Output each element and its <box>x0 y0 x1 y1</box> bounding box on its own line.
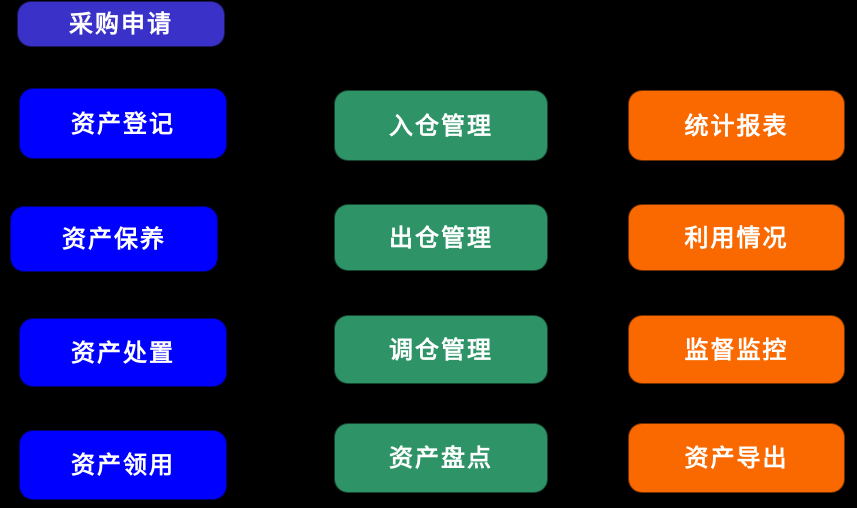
menu-button-label: 调仓管理 <box>389 334 493 364</box>
menu-button-label: 出仓管理 <box>389 222 493 252</box>
menu-button-outbound-management[interactable]: 出仓管理 <box>334 204 556 279</box>
menu-button-label: 入仓管理 <box>389 110 493 140</box>
menu-button-utilization-status[interactable]: 利用情况 <box>628 204 853 279</box>
menu-button-label: 统计报表 <box>684 110 789 140</box>
menu-button-asset-maintenance[interactable]: 资产保养 <box>10 206 226 280</box>
menu-button-label: 资产保养 <box>62 224 166 253</box>
menu-button-label: 资产登记 <box>71 108 175 138</box>
menu-button-asset-stocktake[interactable]: 资产盘点 <box>334 423 556 501</box>
menu-button-label: 资产导出 <box>684 443 789 472</box>
menu-button-asset-export[interactable]: 资产导出 <box>628 423 853 501</box>
menu-button-inbound-management[interactable]: 入仓管理 <box>334 90 556 169</box>
menu-button-asset-registration[interactable]: 资产登记 <box>19 88 235 167</box>
menu-button-statistical-reports[interactable]: 统计报表 <box>628 90 853 169</box>
menu-button-label: 采购申请 <box>69 9 173 38</box>
menu-button-label: 资产处置 <box>71 337 175 367</box>
menu-button-supervision-monitor[interactable]: 监督监控 <box>628 315 853 392</box>
menu-button-asset-requisition[interactable]: 资产领用 <box>19 430 235 508</box>
menu-button-transfer-management[interactable]: 调仓管理 <box>334 315 556 392</box>
menu-button-label: 利用情况 <box>684 222 789 252</box>
menu-button-label: 监督监控 <box>684 334 789 364</box>
menu-button-label: 资产盘点 <box>389 443 493 472</box>
menu-button-purchase-request[interactable]: 采购申请 <box>17 1 233 55</box>
menu-button-label: 资产领用 <box>71 450 175 479</box>
menu-button-asset-disposal[interactable]: 资产处置 <box>19 318 235 395</box>
